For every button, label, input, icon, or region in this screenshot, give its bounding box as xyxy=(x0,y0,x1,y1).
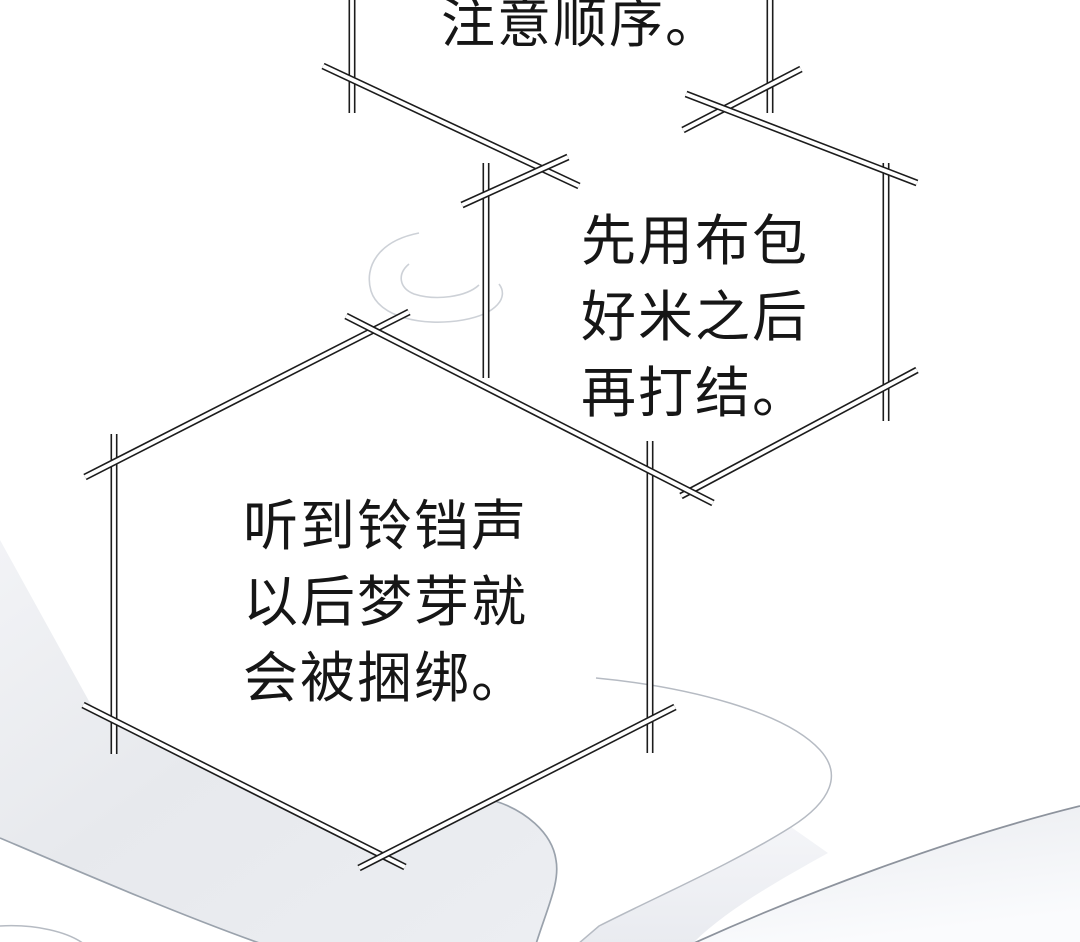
top-bubble-outline xyxy=(348,0,774,113)
pale-band-shape xyxy=(580,827,828,942)
swirl-sketch xyxy=(368,232,504,323)
corner-contour-line xyxy=(0,837,259,942)
fold-curve-s xyxy=(494,800,558,942)
middle-bubble-outline xyxy=(482,163,890,421)
middle-bubble-text: 先用布包 好米之后 再打结。 xyxy=(581,203,809,431)
bottom-right-shade xyxy=(696,806,1080,942)
dialogue-line: 先用布包 xyxy=(581,209,810,273)
dialogue-line: 再打结。 xyxy=(581,361,810,425)
bubble-diagonal-strokes xyxy=(81,62,919,872)
fold-curve-arc xyxy=(579,677,833,942)
corner-small-curve xyxy=(0,924,83,942)
dialogue-line: 好米之后 xyxy=(581,285,810,349)
fold-line-straight xyxy=(694,805,1080,942)
bottom-bubble-outline xyxy=(110,434,654,754)
background-cloth-drawing xyxy=(0,232,1080,942)
dialogue-line: 会被捆绑。 xyxy=(243,646,529,710)
bottom-bubble-text: 听到铃铛声 以后梦芽就 会被捆绑。 xyxy=(243,488,528,716)
top-bubble-text: 注意顺序。 xyxy=(441,0,721,62)
dialogue-line: 以后梦芽就 xyxy=(243,570,529,634)
dialogue-line: 注意顺序。 xyxy=(441,0,721,55)
speech-bubble-outlines xyxy=(81,0,919,872)
dialogue-line: 听到铃铛声 xyxy=(243,494,529,558)
